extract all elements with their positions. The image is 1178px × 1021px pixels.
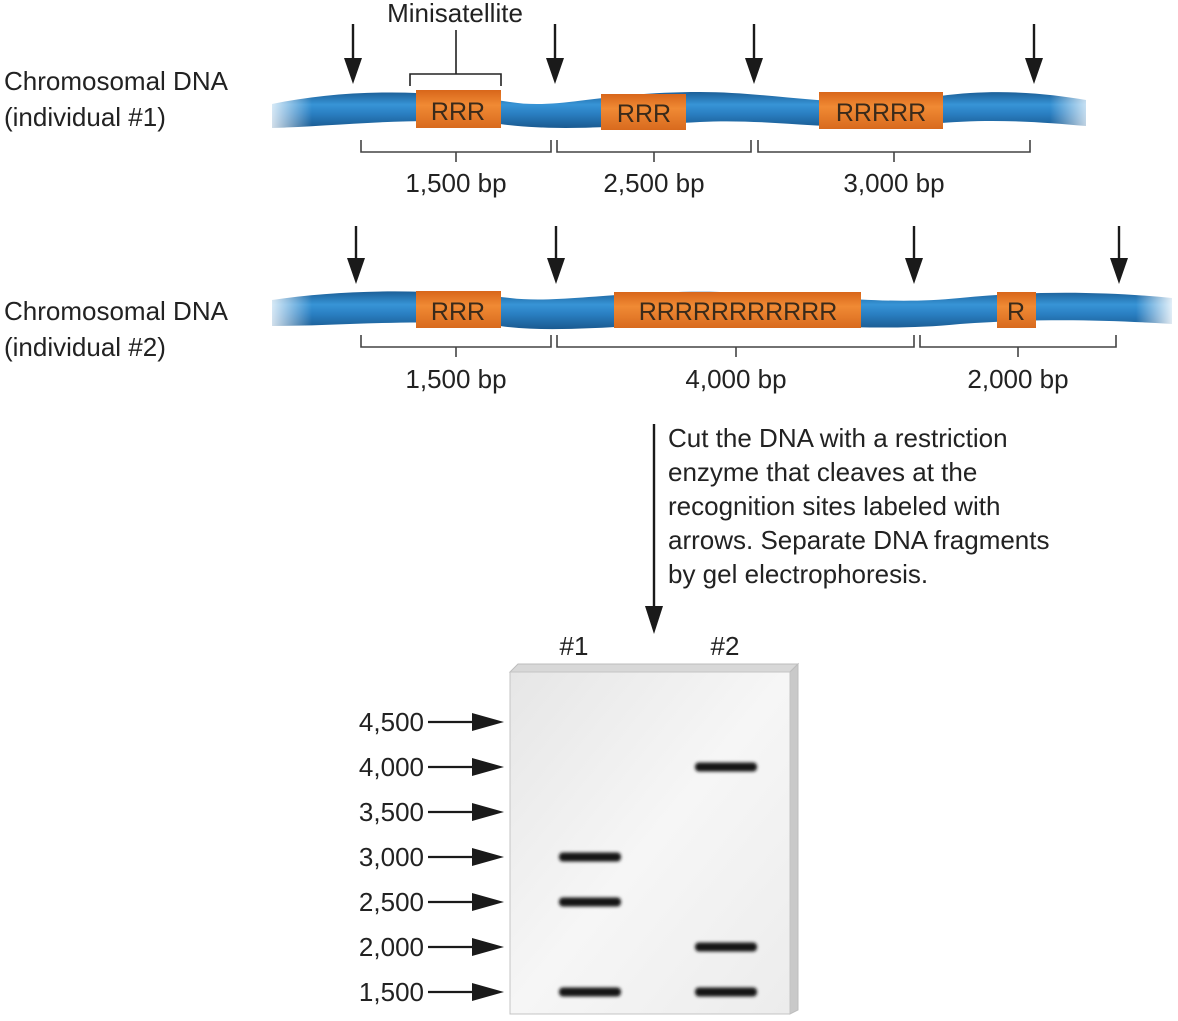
cut-site-arrows-individual-1 (344, 24, 1043, 84)
repeat-block-2-3: R (997, 292, 1036, 328)
size-marker-label: 2,000 (359, 932, 424, 962)
instruction-line: recognition sites labeled with (668, 491, 1000, 521)
repeat-block-1-2: RRR (601, 94, 686, 130)
repeat-text: RRR (431, 298, 485, 326)
size-marker-arrow (428, 983, 504, 1001)
size-marker-arrow (428, 758, 504, 776)
repeat-block-2-1: RRR (416, 291, 501, 328)
repeat-text: RRRRRRRRRRR (639, 298, 838, 326)
instruction-line: enzyme that cleaves at the (668, 457, 977, 487)
instruction-text: Cut the DNA with a restriction enzyme th… (668, 423, 1050, 589)
individual-2-label-line1: Chromosomal DNA (4, 296, 229, 326)
individual-1-label-line1: Chromosomal DNA (4, 66, 229, 96)
gel-band (559, 897, 621, 907)
size-marker-label: 4,000 (359, 752, 424, 782)
size-marker-arrow (428, 893, 504, 911)
fragment-size-1-2: 2,500 bp (603, 168, 704, 198)
lane-label-1: #1 (560, 631, 589, 661)
size-marker-arrow (428, 713, 504, 731)
process-arrow (645, 424, 663, 634)
individual-2-label-line2: (individual #2) (4, 332, 166, 362)
fragment-brackets-individual-1 (360, 140, 1031, 162)
fragment-size-2-1: 1,500 bp (405, 364, 506, 394)
fragment-size-2-2: 4,000 bp (685, 364, 786, 394)
minisatellite-bracket (409, 30, 502, 86)
minisatellite-label: Minisatellite (387, 0, 523, 28)
fragment-size-2-3: 2,000 bp (967, 364, 1068, 394)
size-marker-label: 2,500 (359, 887, 424, 917)
gel-band (695, 762, 757, 772)
gel-band (695, 987, 757, 997)
band-group (559, 762, 757, 997)
repeat-text: RRR (617, 100, 671, 128)
repeat-block-1-1: RRR (416, 90, 501, 128)
gel-slab (508, 662, 800, 1015)
instruction-line: Cut the DNA with a restriction (668, 423, 1008, 453)
repeat-text: RRRRR (836, 99, 926, 127)
size-marker-arrow (428, 938, 504, 956)
fragment-size-1-1: 1,500 bp (405, 168, 506, 198)
repeat-text: R (1007, 298, 1025, 326)
repeat-block-1-3: RRRRR (819, 92, 943, 129)
fragment-brackets-individual-2 (360, 335, 1117, 357)
cut-site-arrows-individual-2 (347, 226, 1128, 284)
repeat-block-2-2: RRRRRRRRRRR (614, 292, 861, 328)
lane-label-2: #2 (711, 631, 740, 661)
gel-band (559, 987, 621, 997)
instruction-line: arrows. Separate DNA fragments (668, 525, 1050, 555)
size-marker-label: 3,000 (359, 842, 424, 872)
gel-band (695, 942, 757, 952)
size-marker-label: 4,500 (359, 707, 424, 737)
gel-band (559, 852, 621, 862)
size-marker-label: 1,500 (359, 977, 424, 1007)
size-marker-label: 3,500 (359, 797, 424, 827)
size-marker-group: 4,500 4,000 3,500 3,000 2,500 2,000 1,500 (359, 707, 504, 1007)
size-marker-arrow (428, 848, 504, 866)
fragment-size-1-3: 3,000 bp (843, 168, 944, 198)
individual-1-label-line2: (individual #1) (4, 102, 166, 132)
instruction-line: by gel electrophoresis. (668, 559, 928, 589)
size-marker-arrow (428, 803, 504, 821)
repeat-text: RRR (431, 98, 485, 126)
